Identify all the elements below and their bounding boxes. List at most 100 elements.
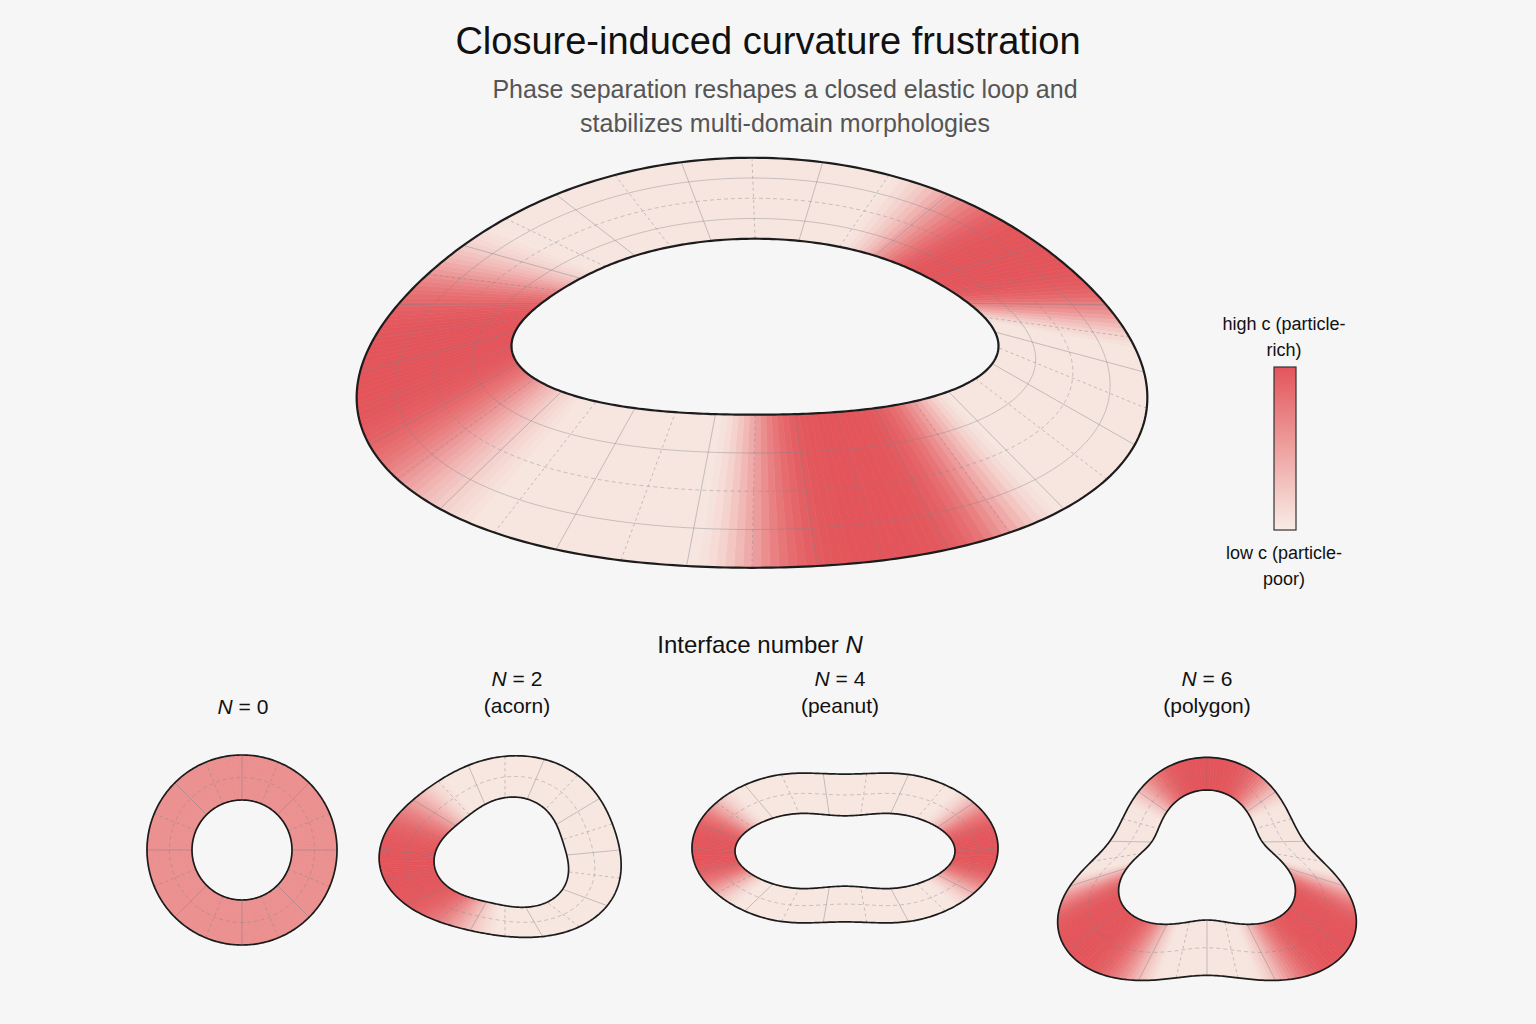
section-heading: Interface number N xyxy=(550,630,970,660)
grid-line xyxy=(891,888,909,921)
text-run: low c (particle-poor) xyxy=(1226,543,1342,589)
grid-line xyxy=(398,303,541,304)
grid-line xyxy=(277,783,309,815)
ring-segment xyxy=(396,302,542,306)
ring-outline xyxy=(192,800,292,900)
grid-line xyxy=(998,348,1146,409)
ring-outline xyxy=(511,239,998,415)
grid-lines xyxy=(357,158,1146,568)
text-run: N xyxy=(218,695,233,718)
grid-line xyxy=(170,778,315,923)
grid-line xyxy=(875,408,948,549)
grid-line xyxy=(938,875,974,894)
ring-outline xyxy=(357,158,1148,568)
domain-fill xyxy=(147,755,337,945)
grid-line xyxy=(242,755,243,800)
grid-line xyxy=(795,414,818,566)
text-run: = 4 xyxy=(830,667,866,690)
ring-outline xyxy=(735,813,955,888)
text-run: = 0 xyxy=(233,695,269,718)
grid-line xyxy=(917,785,945,818)
grid-line xyxy=(563,889,608,905)
text-run: = 2 xyxy=(507,667,543,690)
grid-line xyxy=(438,781,469,815)
grid-line xyxy=(714,793,977,905)
grid-line xyxy=(556,408,635,549)
ring-outline xyxy=(692,773,998,923)
grid-line xyxy=(405,888,449,904)
shape-name: (acorn) xyxy=(437,693,597,719)
grid-line xyxy=(1088,774,1326,953)
text-run: N xyxy=(845,631,862,658)
grid-line xyxy=(1207,920,1208,975)
text-run: N xyxy=(1182,667,1197,690)
domain-fill xyxy=(379,756,621,938)
grid-line xyxy=(547,902,579,927)
ring-outline xyxy=(379,756,621,938)
grid-line xyxy=(687,414,716,566)
grid-line xyxy=(745,884,773,911)
grid-line xyxy=(716,875,752,894)
grid-line xyxy=(992,364,1134,445)
grid-lines xyxy=(692,774,998,923)
color-bar-outline xyxy=(1274,367,1296,530)
grid-line xyxy=(969,303,1106,304)
subtitle: Phase separation reshapes a closed elast… xyxy=(475,72,1095,140)
grid-lines xyxy=(1058,757,1356,980)
grid-line xyxy=(357,348,511,409)
interface-count: N = 4 xyxy=(760,666,920,692)
text-run: (peanut) xyxy=(801,694,879,717)
ring-outline xyxy=(1058,757,1357,980)
grid-line xyxy=(984,317,1129,337)
grid-line xyxy=(384,873,437,879)
grid-line xyxy=(206,762,223,804)
legend-swatch xyxy=(1274,449,1296,531)
shape-name: (polygon) xyxy=(1127,693,1287,719)
text-run: (polygon) xyxy=(1163,694,1251,717)
grid-line xyxy=(1070,868,1127,886)
text-run: N xyxy=(815,667,830,690)
text-run: = 6 xyxy=(1197,667,1233,690)
ring-outline xyxy=(147,755,337,945)
grid-line xyxy=(1290,907,1347,950)
text-run: Closure-induced curvature frustration xyxy=(455,20,1080,62)
grid-line xyxy=(716,803,752,828)
grid-line xyxy=(950,274,1076,291)
grid-line xyxy=(392,822,443,838)
grid-lines xyxy=(147,755,337,945)
color-bar xyxy=(1274,367,1296,531)
grid-line xyxy=(505,756,506,797)
ring-acorn xyxy=(379,756,621,938)
ring-outline xyxy=(434,797,569,907)
text-run: Interface number xyxy=(657,631,845,658)
grid-line xyxy=(1256,819,1292,829)
grid-line xyxy=(951,863,992,871)
title: Closure-induced curvature frustration xyxy=(318,18,1218,64)
grid-line xyxy=(261,762,278,804)
text-run: N xyxy=(492,667,507,690)
domain-fill xyxy=(1058,757,1357,980)
grid-line xyxy=(745,785,773,818)
domain-fill xyxy=(357,158,1148,568)
grid-line xyxy=(436,897,467,921)
grid-line xyxy=(434,198,1073,491)
grid-line xyxy=(154,814,196,831)
grid-line xyxy=(506,218,606,266)
legend-label: high c (particle-rich) xyxy=(1214,311,1354,363)
grid-line xyxy=(938,803,974,828)
text-run: Phase separation reshapes a closed elast… xyxy=(492,75,1077,137)
interface-count: N = 0 xyxy=(163,694,323,720)
text-run: high c (particle-rich) xyxy=(1222,314,1345,360)
ring-polygon xyxy=(1058,757,1357,980)
grid-line xyxy=(698,824,739,838)
grid-line xyxy=(1231,767,1247,796)
interface-count: N = 6 xyxy=(1127,666,1287,692)
shape-name: (peanut) xyxy=(760,693,920,719)
grid-line xyxy=(556,798,599,824)
grid-line xyxy=(1262,841,1304,843)
grid-line xyxy=(395,178,1110,530)
ring-n0 xyxy=(147,755,337,945)
ring-outline xyxy=(1119,790,1296,924)
grid-line xyxy=(473,218,1036,453)
